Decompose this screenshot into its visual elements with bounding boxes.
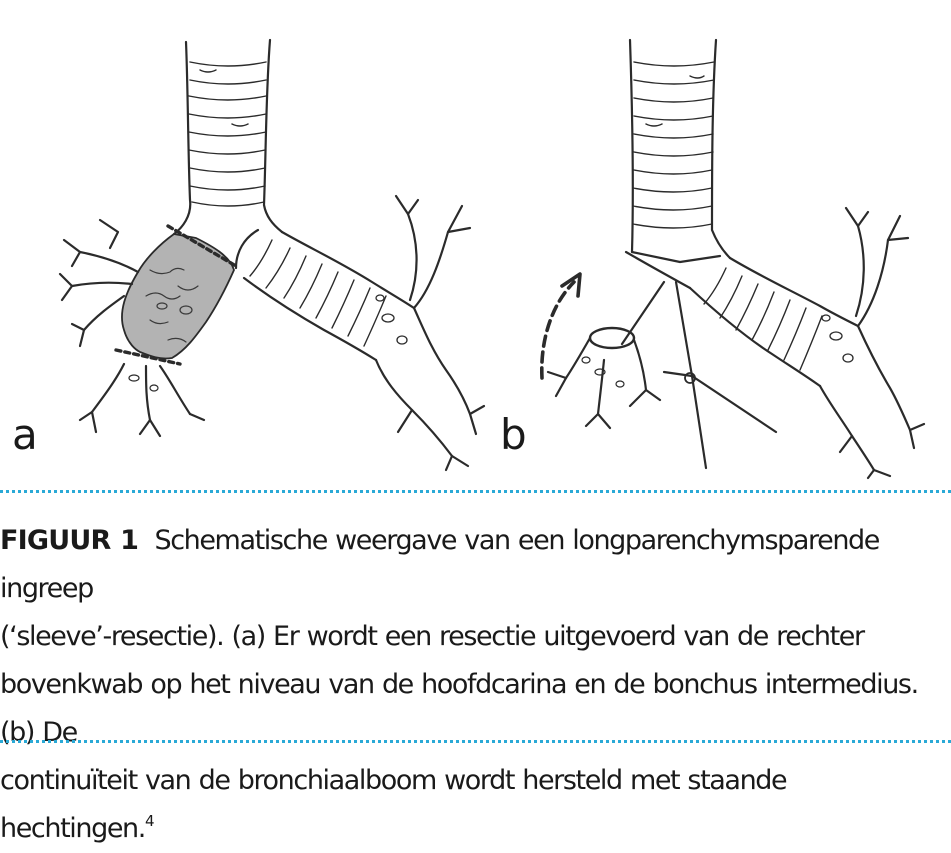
caption-text-4: continuïteit van de bronchiaalboom wordt… [0, 765, 788, 844]
reference-superscript: 4 [144, 812, 155, 830]
caption-line-1: FIGUUR 1 Schematische weergave van een l… [0, 517, 946, 613]
panel-a-drawing [58, 38, 486, 472]
panel-b-drawing [539, 38, 926, 480]
panel-label-b: b [500, 410, 527, 459]
caption-line-3: bovenkwab op het niveau van de hoofdcari… [0, 669, 919, 748]
panel-label-a: a [12, 410, 38, 459]
dotted-divider-bottom [0, 740, 951, 743]
figure-caption: FIGUUR 1 Schematische weergave van een l… [0, 517, 946, 853]
caption-label: FIGUUR 1 [0, 525, 139, 556]
caption-line-2: (‘sleeve’-resectie). (a) Er wordt een re… [0, 621, 865, 652]
caption-text-1: Schematische weergave van een longparenc… [0, 525, 880, 604]
bronchial-tree-illustration [58, 38, 926, 480]
dotted-divider-top [0, 490, 951, 493]
caption-line-4: continuïteit van de bronchiaalboom wordt… [0, 757, 946, 853]
